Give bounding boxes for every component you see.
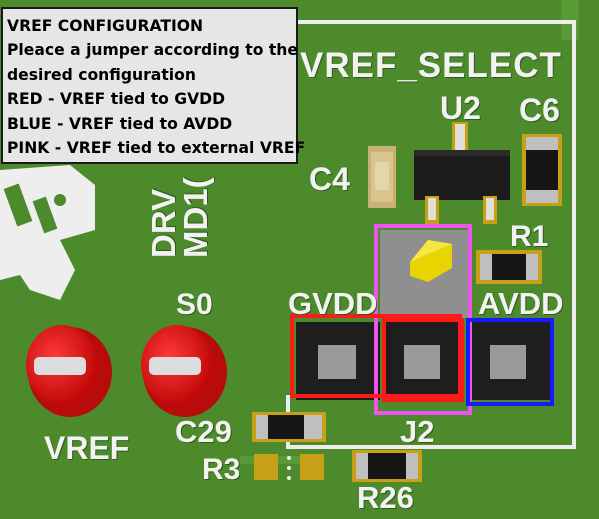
info-line: PINK - VREF tied to external VREF [7,139,306,158]
c6-capacitor [522,134,562,206]
test-point-s0 [141,325,227,417]
j2-label: J2 [400,414,435,449]
info-line: Pleace a jumper according to the [7,41,298,60]
vref-label: VREF [44,430,130,466]
ti-logo-icon [0,165,95,300]
c29-label: C29 [175,414,232,449]
u2-label: U2 [440,90,481,126]
drv-part-label: DRV MD1( [145,177,214,258]
s0-label: S0 [176,288,213,321]
r26-resistor [352,450,422,482]
info-title: VREF CONFIGURATION [7,17,204,35]
r1-label: R1 [510,220,549,253]
c29-capacitor [252,412,326,442]
info-line: BLUE - VREF tied to AVDD [7,114,233,133]
avdd-label: AVDD [478,286,564,321]
info-line: desired configuration [7,65,196,84]
u2-regulator [414,122,510,224]
j2-jumper-header [296,230,550,400]
r26-label: R26 [357,480,414,515]
test-point-vref [26,325,112,417]
c4-capacitor [368,146,396,208]
blue-box [466,318,554,406]
vref-select-label: VREF_SELECT [300,46,562,85]
gvdd-label: GVDD [288,286,378,321]
r3-pads [254,454,324,480]
r1-resistor [476,250,542,284]
red-box-inner [382,318,464,402]
c6-label: C6 [519,92,560,128]
info-line: RED - VREF tied to GVDD [7,90,226,109]
c4-label: C4 [309,161,350,197]
vref-config-info-box: VREF CONFIGURATION Pleace a jumper accor… [1,7,306,164]
drv-line-2: MD1( [177,177,214,258]
drv-line-1: DRV [145,188,182,258]
r3-label: R3 [202,453,241,486]
